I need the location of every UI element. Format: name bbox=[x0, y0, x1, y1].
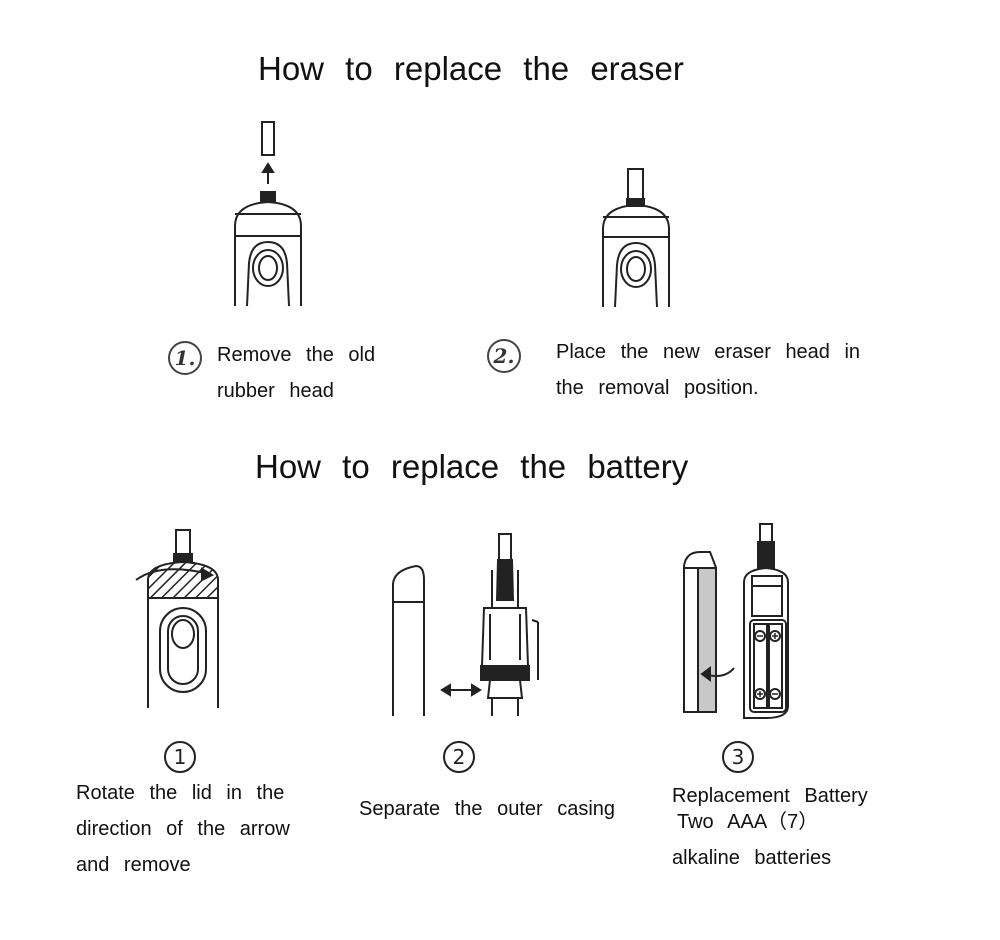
separate-casing-illustration bbox=[388, 530, 548, 720]
battery-compartment-illustration bbox=[680, 522, 800, 718]
step-number-badge: 2 bbox=[443, 741, 475, 773]
battery-step-3-text: Replacement Battery Two AAA（7） alkaline … bbox=[672, 783, 868, 871]
text-line: Rotate the lid in the bbox=[76, 782, 285, 804]
text-line: the removal position. bbox=[556, 377, 759, 399]
rotate-lid-illustration bbox=[140, 528, 230, 710]
left-right-arrow-icon bbox=[440, 680, 480, 700]
eraser-section-title: How to replace the eraser bbox=[258, 50, 684, 87]
text-line: Replacement Battery bbox=[672, 785, 868, 807]
text-line: Separate the outer casing bbox=[359, 798, 616, 820]
eraser-removal-illustration bbox=[225, 118, 315, 310]
eraser-installed-illustration bbox=[595, 165, 685, 310]
text-line: and remove bbox=[76, 854, 191, 876]
step-number-badge: 1. bbox=[168, 341, 202, 375]
text-line: rubber head bbox=[217, 380, 334, 402]
text-line: Remove the old bbox=[217, 344, 376, 366]
text-line: Two AAA（7） bbox=[677, 811, 819, 833]
battery-step-1-text: Rotate the lid in the direction of the a… bbox=[76, 775, 290, 883]
battery-section-title: How to replace the battery bbox=[255, 448, 689, 485]
text-line: alkaline batteries bbox=[672, 847, 832, 869]
step-number-badge: 2. bbox=[487, 339, 521, 373]
battery-step-2-text: Separate the outer casing bbox=[359, 791, 615, 827]
text-line: direction of the arrow bbox=[76, 818, 290, 840]
step-number-badge: 3 bbox=[722, 741, 754, 773]
eraser-step-2-text: Place the new eraser head in the removal… bbox=[556, 334, 860, 406]
text-line: Place the new eraser head in bbox=[556, 341, 861, 363]
eraser-step-1-text: Remove the old rubber head bbox=[217, 337, 375, 409]
step-number-badge: 1 bbox=[164, 741, 196, 773]
